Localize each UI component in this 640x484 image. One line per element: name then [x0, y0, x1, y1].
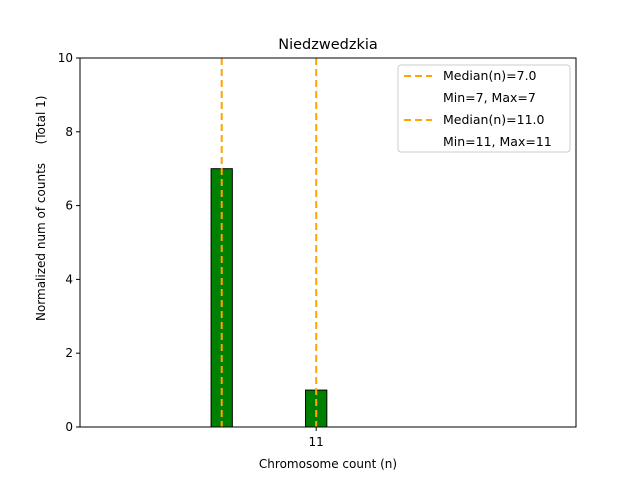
legend-label: Median(n)=11.0 [443, 112, 544, 127]
legend-sublabel: Min=7, Max=7 [443, 90, 536, 105]
legend-sublabel: Min=11, Max=11 [443, 134, 552, 149]
y-tick-label: 8 [65, 125, 73, 139]
y-axis-label: Normalized num of counts [34, 163, 48, 321]
y-axis-label-total: (Total 1) [34, 96, 48, 145]
legend-label: Median(n)=7.0 [443, 68, 537, 83]
y-tick-label: 0 [65, 420, 73, 434]
y-tick-label: 6 [65, 199, 73, 213]
y-tick-label: 10 [58, 51, 73, 65]
x-tick-label: 11 [309, 435, 324, 449]
x-axis-label: Chromosome count (n) [259, 457, 397, 471]
y-tick-label: 2 [65, 346, 73, 360]
chart-title: Niedzwedzkia [278, 37, 378, 53]
legend-box [397, 64, 571, 153]
y-tick-label: 4 [65, 272, 73, 286]
plot-frame [79, 57, 577, 428]
